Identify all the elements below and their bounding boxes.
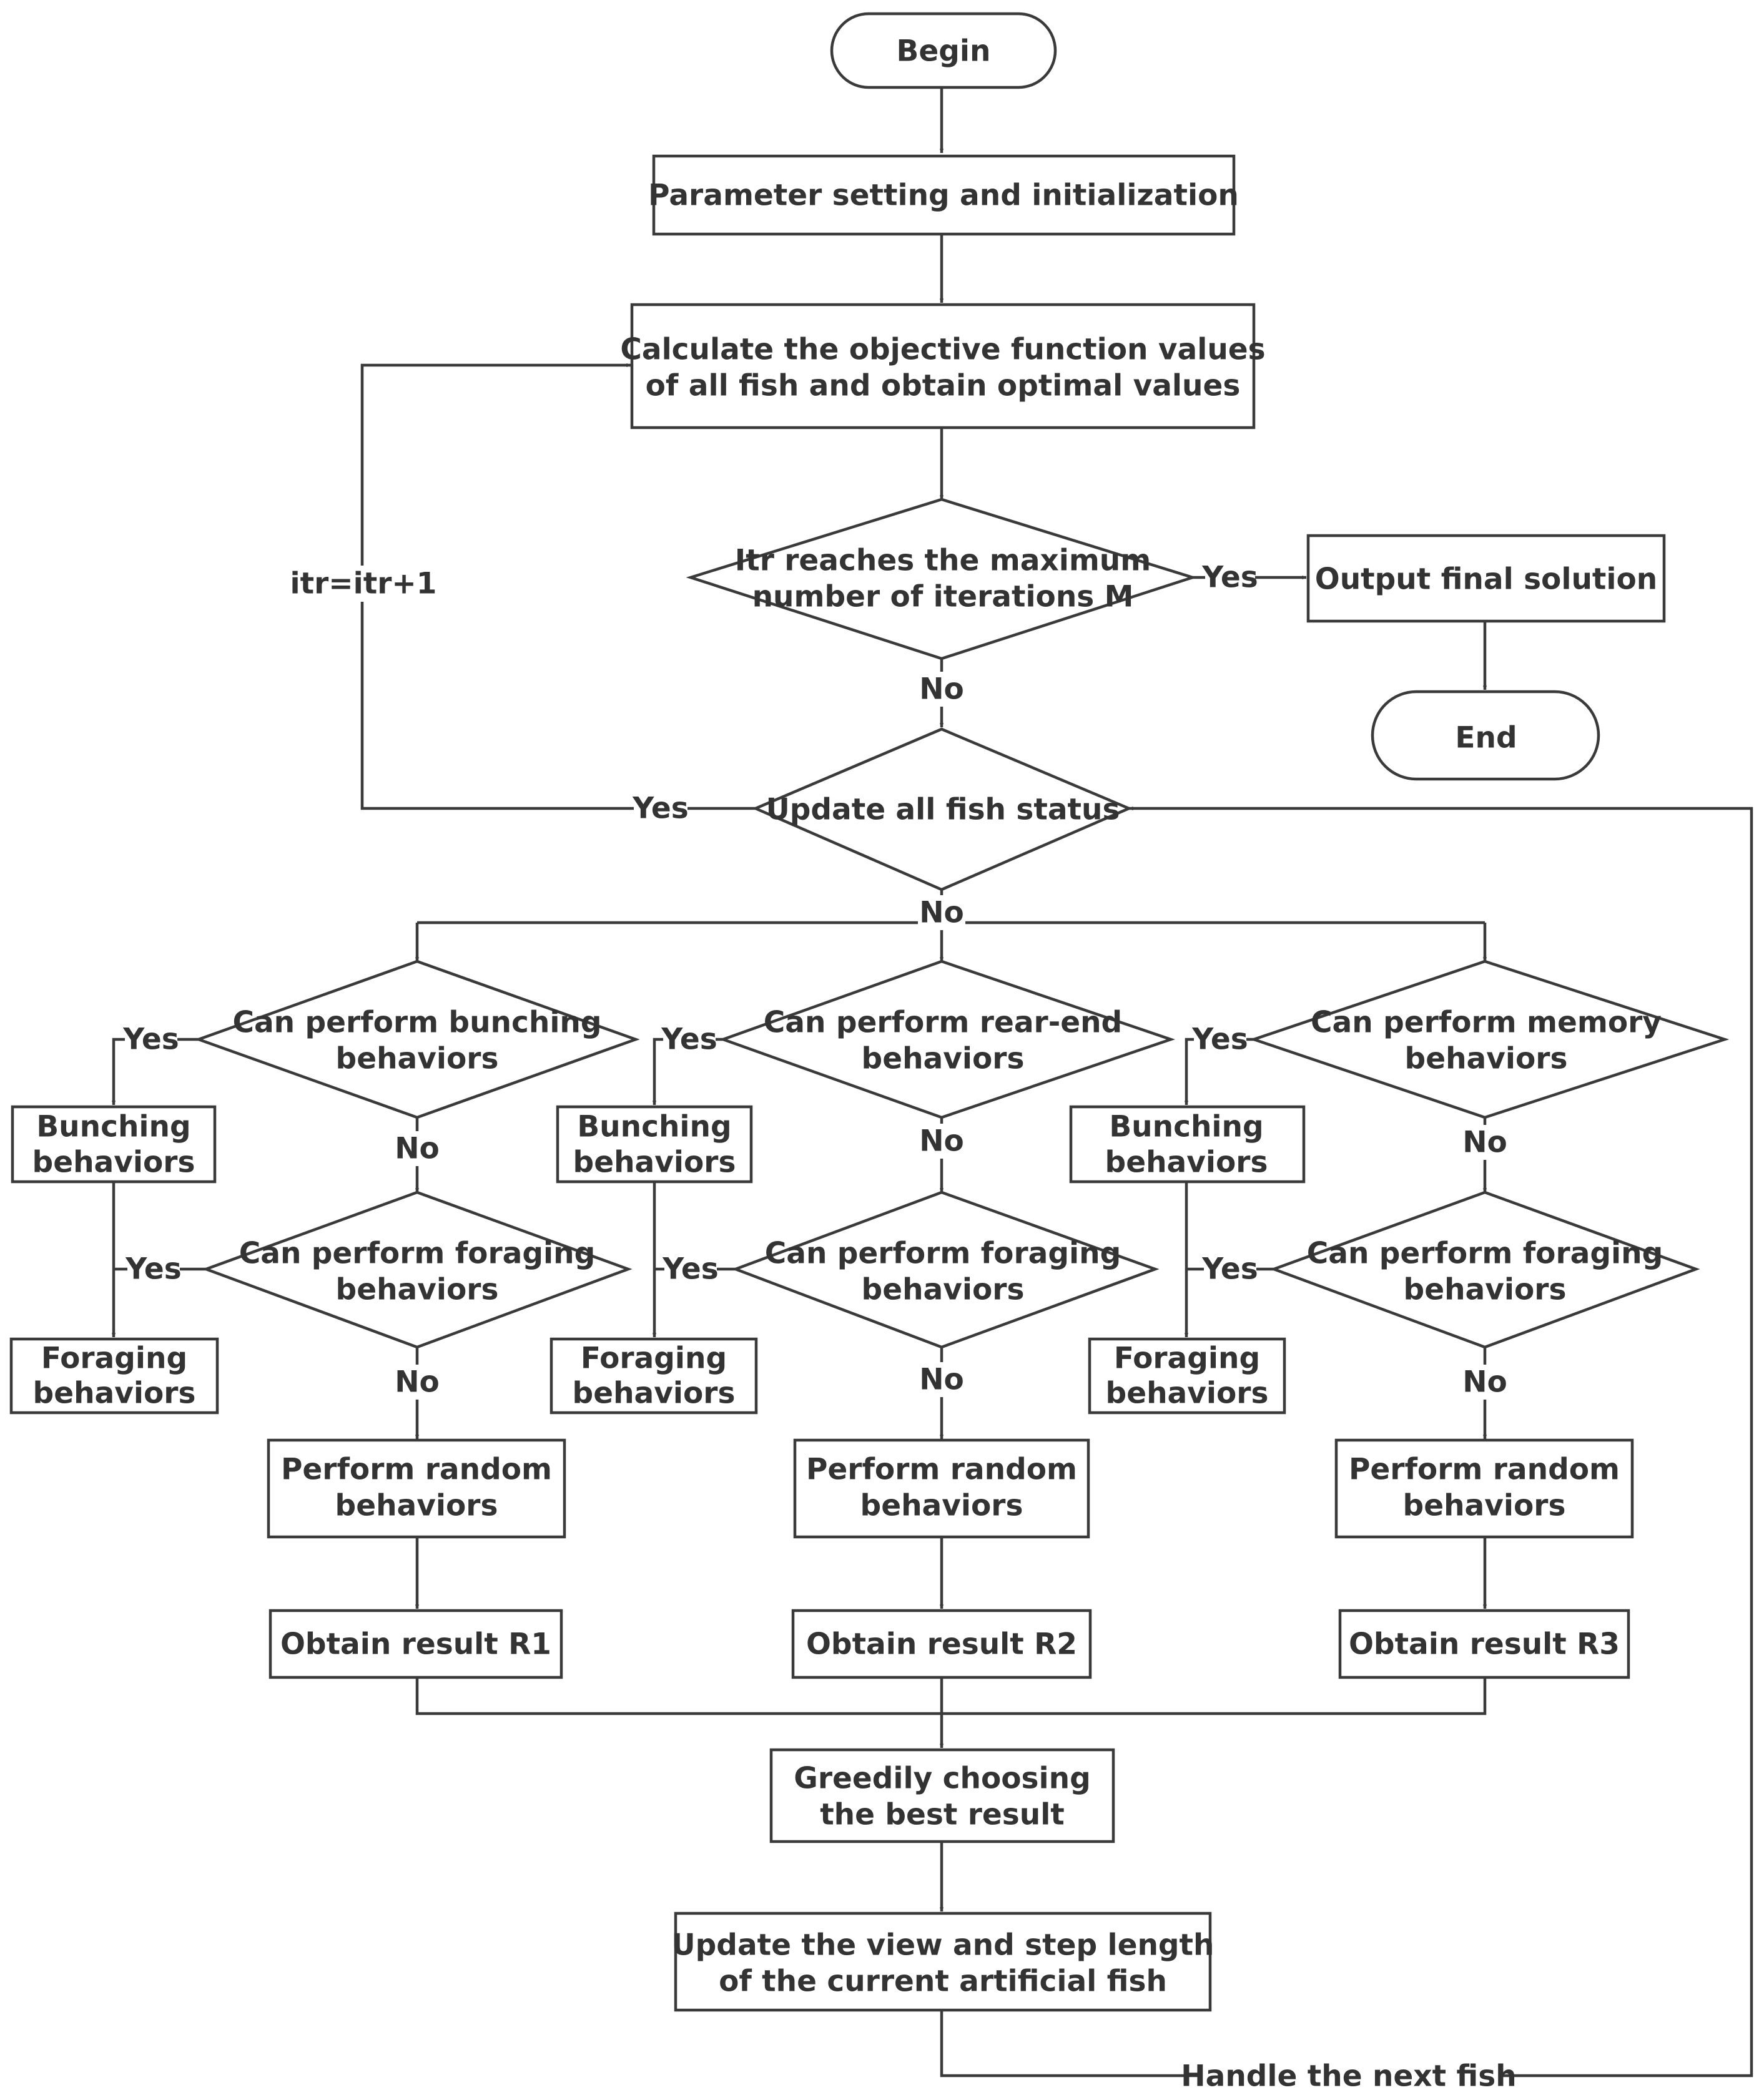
dec-foraging-2-label-line2: behaviors (862, 1273, 1025, 1307)
maxiter-decision (686, 498, 1198, 660)
dec-rearend-label-line1: Can perform rear-end (764, 1006, 1122, 1040)
result-r2-label: Obtain result R2 (806, 1627, 1077, 1662)
dec-foraging-1-label-line1: Can perform foraging (239, 1237, 595, 1271)
maxiter-label-line1: Itr reaches the maximum (735, 544, 1151, 578)
foraging-box-3 (1088, 1337, 1286, 1415)
begin-label: Begin (897, 34, 991, 69)
init-label: Parameter setting and initialization (648, 179, 1239, 213)
random-box-3 (1334, 1438, 1634, 1539)
calc-box (630, 303, 1256, 429)
result-r2-box (791, 1609, 1092, 1679)
init-box (652, 154, 1236, 236)
result-r3-box (1338, 1609, 1630, 1679)
dec-foraging-2-label-line1: Can perform foraging (765, 1237, 1121, 1271)
update-view-label-line1: Update the view and step length (672, 1928, 1215, 1963)
foraging-1-label-line2: behaviors (33, 1376, 196, 1411)
bunching-1-label-line1: Bunching (36, 1110, 190, 1144)
dec-bunching-decision (194, 959, 640, 1119)
label-col3-bunching-yes: Yes (1191, 1023, 1248, 1057)
random-2-label-line1: Perform random (806, 1453, 1077, 1487)
foraging-2-label-line1: Foraging (581, 1342, 727, 1376)
update-view-box (674, 1911, 1212, 2012)
random-3-label-line2: behaviors (1403, 1489, 1566, 1523)
label-col1-foraging-yes: Yes (125, 1252, 182, 1287)
node-labels: Begin Parameter setting and initializati… (32, 34, 1663, 1999)
output-label: Output final solution (1315, 562, 1657, 597)
foraging-box-1 (9, 1337, 219, 1415)
dec-memory-label-line1: Can perform memory (1311, 1006, 1662, 1040)
bunching-box-1 (11, 1105, 217, 1184)
greedy-label-line1: Greedily choosing (794, 1762, 1090, 1796)
bunching-3-label-line1: Bunching (1109, 1110, 1263, 1144)
label-maxiter-no: No (919, 672, 964, 707)
update-status-decision (752, 727, 1133, 891)
dec-memory-decision (1249, 959, 1730, 1119)
dec-rearend-label-line2: behaviors (862, 1042, 1025, 1076)
label-col1-dec1-no: No (395, 1132, 440, 1166)
foraging-box-2 (549, 1337, 758, 1415)
foraging-2-label-line2: behaviors (573, 1376, 736, 1411)
greedy-box (769, 1748, 1115, 1843)
calc-label-line1: Calculate the objective function values (620, 333, 1265, 367)
foraging-3-label-line2: behaviors (1106, 1376, 1269, 1411)
dec-foraging-decision-2 (731, 1190, 1160, 1349)
foraging-1-label-line1: Foraging (41, 1342, 187, 1376)
dec-bunching-label-line1: Can perform bunching (232, 1006, 601, 1040)
update-status-label: Update all fish status (766, 793, 1120, 827)
bunching-2-label-line1: Bunching (577, 1110, 731, 1144)
shapes (9, 12, 1730, 2012)
dec-foraging-decision-3 (1269, 1190, 1700, 1349)
label-update-yes: Yes (632, 792, 689, 826)
update-view-label-line2: of the current artificial fish (719, 1965, 1167, 1999)
result-r3-label: Obtain result R3 (1349, 1627, 1620, 1662)
label-col2-dec2-no: No (919, 1363, 964, 1397)
label-maxiter-yes: Yes (1201, 561, 1258, 595)
bunching-box-3 (1069, 1105, 1306, 1184)
label-itr-increment: itr=itr+1 (290, 567, 437, 601)
random-1-label-line2: behaviors (335, 1489, 498, 1523)
greedy-label-line2: the best result (820, 1798, 1065, 1832)
label-col2-bunching-yes: Yes (661, 1023, 717, 1057)
bunching-3-label-line2: behaviors (1105, 1146, 1268, 1180)
random-1-label-line1: Perform random (281, 1453, 552, 1487)
label-col1-bunching-yes: Yes (122, 1023, 179, 1057)
edge-next-fish-loop (940, 806, 1753, 2078)
output-box (1306, 534, 1666, 623)
edge-merge-r3 (942, 1677, 1487, 1715)
bunching-1-label-line2: behaviors (32, 1146, 195, 1180)
label-update-no: No (919, 896, 964, 930)
random-3-label-line1: Perform random (1349, 1453, 1620, 1487)
calc-label-line2: of all fish and obtain optimal values (646, 369, 1241, 403)
label-col1-dec2-no: No (395, 1365, 440, 1400)
label-next-fish: Handle the next fish (1181, 2059, 1516, 2094)
label-col3-foraging-yes: Yes (1201, 1252, 1258, 1287)
dec-memory-label-line2: behaviors (1405, 1042, 1568, 1076)
bunching-2-label-line2: behaviors (573, 1146, 736, 1180)
result-r1-box (269, 1609, 563, 1679)
dec-foraging-decision-1 (202, 1190, 633, 1349)
end-terminal (1371, 690, 1600, 781)
maxiter-label-line2: number of iterations M (752, 580, 1134, 614)
foraging-3-label-line1: Foraging (1114, 1342, 1260, 1376)
dec-foraging-3-label-line2: behaviors (1404, 1273, 1567, 1307)
label-col2-dec1-no: No (919, 1124, 964, 1159)
result-r1-label: Obtain result R1 (280, 1627, 551, 1662)
dec-rearend-decision (719, 959, 1175, 1119)
random-2-label-line2: behaviors (860, 1489, 1023, 1523)
label-col2-foraging-yes: Yes (662, 1252, 719, 1287)
bunching-box-2 (556, 1105, 753, 1184)
begin-terminal (830, 12, 1057, 89)
edge-merge-r1 (415, 1677, 942, 1715)
dec-foraging-3-label-line1: Can perform foraging (1307, 1237, 1663, 1271)
label-col3-dec1-no: No (1462, 1126, 1507, 1160)
random-box-2 (793, 1438, 1090, 1539)
edge-labels: itr=itr+1 Yes No Yes No Yes No Yes No Ye… (122, 561, 1517, 2094)
random-box-1 (267, 1438, 566, 1539)
label-col3-dec2-no: No (1462, 1365, 1507, 1400)
end-label: End (1455, 721, 1517, 755)
dec-foraging-1-label-line2: behaviors (336, 1273, 499, 1307)
dec-bunching-label-line2: behaviors (336, 1042, 499, 1076)
